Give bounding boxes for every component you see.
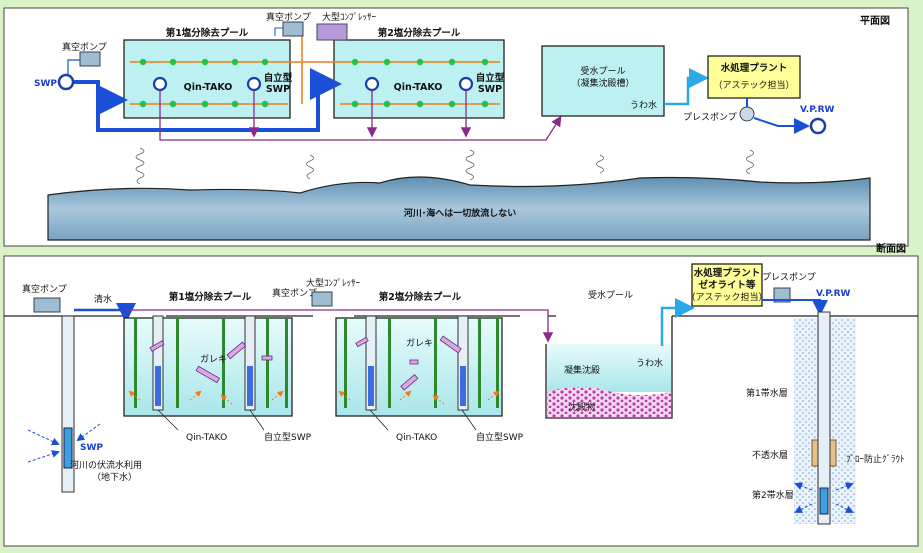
left-well-swp: [63, 427, 73, 469]
section-groundwater-label: 河川の伏流水利用: [70, 459, 142, 471]
plan-selfstand-2a: 自立型: [476, 72, 505, 84]
section-pool-2-label: 第2塩分除去プール: [379, 291, 462, 303]
section-view: 断面図 真空ポンプ SWP 河川の伏流水利用 （地下水） 清水 第1塩分除去プー…: [3, 242, 919, 547]
section-assigned-label: （アステック担当）: [686, 291, 767, 303]
aquifer1-label: 第1帯水層: [746, 387, 788, 399]
plan-treatment-plant: [707, 55, 801, 99]
section-title: 断面図: [876, 242, 906, 255]
section-vprw-label: V.P.RW: [816, 289, 851, 299]
section-transfer-pipe: [510, 309, 554, 343]
plan-receiving-pool-label: 受水プール: [580, 65, 625, 77]
plan-nodes: [139, 58, 489, 108]
plan-press-pump-label: プレスポンプ: [683, 112, 737, 123]
section-partitions: [134, 318, 499, 408]
section-receiving-water: [547, 344, 671, 392]
plan-pool-2-label: 第2塩分除去プール: [378, 27, 461, 39]
plan-selfstand-1a: 自立型: [264, 72, 293, 84]
well-flow-arrows: [794, 482, 854, 513]
section-rubble-1: ガレキ: [200, 354, 227, 365]
section-sediment: [547, 387, 671, 417]
section-vacuum-pump-label: 真空ポンプ: [22, 283, 67, 295]
plan-pool-1-label: 第1塩分除去プール: [166, 27, 249, 39]
plan-receiving-pool: [541, 45, 665, 117]
section-selfstand-2: 自立型SWP: [476, 431, 524, 443]
aquifer2-label: 第2帯水層: [752, 489, 794, 501]
plan-supernatant-pipe: [664, 68, 709, 106]
impermeable-label: 不透水層: [752, 449, 788, 461]
section-swp-label: SWP: [80, 443, 103, 453]
section-vacuum-pump-icon: [33, 297, 61, 313]
section-press-pump-label: プレスポンプ: [762, 272, 816, 283]
plan-supernatant-label: うわ水: [630, 99, 657, 111]
plan-selfstand-2b: SWP: [478, 84, 502, 95]
plan-qin-tako-2: Qin-TAKO: [394, 82, 443, 93]
right-well: [817, 311, 831, 525]
plan-press-pump-icon: [739, 106, 755, 122]
plan-compressor-icon: [316, 23, 348, 41]
section-coag-label: 凝集沈殿: [564, 364, 600, 376]
plan-vacuum-pump-label: 真空ポンプ: [62, 41, 107, 53]
plan-vprw-label: V.P.RW: [800, 105, 835, 115]
blow-prevent-label: ﾌﾞﾛｰ防止ｸﾞﾗｳﾄ: [846, 453, 905, 465]
plan-top-pump-label: 真空ポンプ: [266, 11, 311, 23]
section-plant-label-1: 水処理プラント: [694, 267, 761, 279]
section-treatment-plant: [691, 263, 763, 307]
section-vacuum-pump2-label: 真空ポンプ: [272, 287, 317, 299]
plan-swp-label: SWP: [34, 79, 57, 89]
river-note: 河川･海へは一切放流しない: [404, 207, 517, 219]
section-sediment-label: 沈殿物: [568, 401, 595, 413]
plan-transfer-pipes: [159, 90, 562, 141]
plan-compressor-label: 大型ｺﾝﾌﾟﾚｯｻｰ: [322, 11, 377, 23]
groundwater-arrows: [27, 423, 101, 463]
plan-view: 平面図 河川･海へは一切放流しない 第1塩分除去プール 第2塩分除去プール: [3, 7, 909, 247]
plan-selfstand-1b: SWP: [266, 84, 290, 95]
section-selfstand-1: 自立型SWP: [264, 431, 312, 443]
section-press-pump-icon: [773, 287, 791, 303]
section-compressor-icon: [311, 291, 333, 307]
plan-treatment-plant-label: 水処理プラント: [721, 62, 788, 74]
groundwater-springs: [135, 147, 754, 185]
plan-vacuum-pump-icon: [67, 51, 101, 78]
section-qin-tako-2: Qin-TAKO: [396, 433, 437, 443]
rubble: [149, 335, 462, 391]
section-pool-1-label: 第1塩分除去プール: [169, 291, 252, 303]
plan-swp-inlet: [57, 73, 75, 91]
section-receiving-pool-label: 受水プール: [588, 289, 633, 301]
plan-assigned-label: （アステック担当）: [713, 79, 794, 91]
plan-receiving-pool-sub: （凝集沈殿槽）: [571, 77, 634, 89]
section-pool-wells: [152, 315, 469, 411]
section-pool-2: [335, 317, 503, 417]
plan-main-pipes: [74, 68, 342, 132]
section-rubble-2: ガレキ: [406, 338, 433, 349]
section-supernatant-label: うわ水: [636, 357, 663, 369]
plan-title: 平面図: [860, 15, 890, 27]
plan-swp-wells: [152, 76, 474, 92]
section-pool-1: [123, 317, 293, 417]
section-plant-label-2: ゼオライト等: [698, 279, 756, 291]
section-groundwater-sub: （地下水）: [92, 471, 137, 483]
right-well-swp: [819, 487, 829, 515]
sea-area: [47, 176, 871, 241]
clear-water-label: 清水: [94, 293, 112, 305]
plan-vprw-outlet: [809, 117, 827, 135]
plan-top-pump-icon: [282, 21, 304, 37]
section-qin-tako-1: Qin-TAKO: [186, 433, 227, 443]
section-compressor-label: 大型ｺﾝﾌﾟﾚｯｻｰ: [306, 277, 361, 289]
plan-qin-tako-1: Qin-TAKO: [184, 82, 233, 93]
